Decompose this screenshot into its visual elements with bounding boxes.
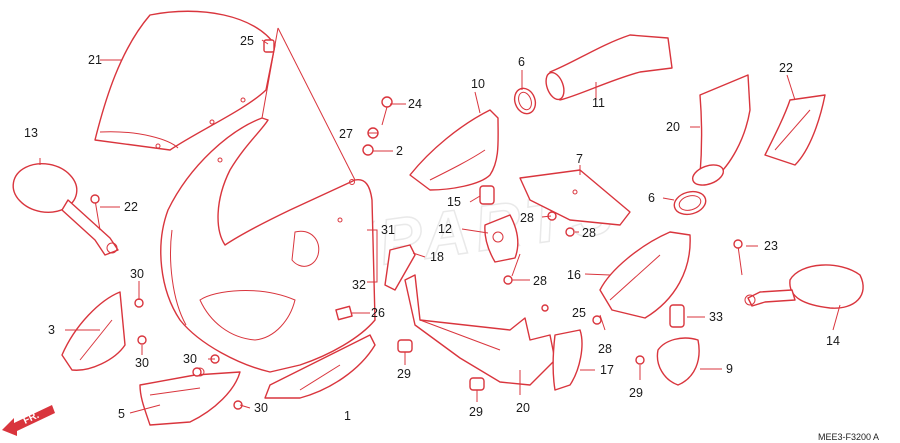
windscreen-part <box>94 10 276 151</box>
duct-ring-upper-part <box>513 87 537 115</box>
clip-26-part <box>335 305 353 321</box>
callout-28d: 28 <box>598 342 612 356</box>
left-side-panel-part <box>61 291 126 371</box>
screw-30e-part <box>233 400 243 410</box>
bracket-11-part <box>656 337 700 386</box>
screw-28b-part <box>565 227 575 237</box>
callout-3: 3 <box>48 323 55 337</box>
small-stay-part <box>384 244 416 291</box>
callout-28a: 28 <box>520 211 534 225</box>
screw-28c-part <box>503 275 513 285</box>
callout-17: 18 <box>430 250 444 264</box>
callout-29a: 29 <box>397 367 411 381</box>
nut-2-part <box>362 144 374 156</box>
bolt-25-right-part <box>733 239 743 276</box>
callout-30a: 30 <box>130 267 144 281</box>
screw-28e-part <box>635 355 645 365</box>
callout-15: 22 <box>779 61 793 75</box>
callout-9: 11 <box>592 96 605 110</box>
callout-31: 31 <box>381 223 395 237</box>
left-mirror-part <box>12 163 119 256</box>
grommet-29a-part <box>397 339 413 353</box>
callout-28b: 28 <box>582 226 596 240</box>
lower-nose-part <box>264 334 376 399</box>
callout-2: 2 <box>396 144 403 158</box>
callout-25-right: 23 <box>764 239 778 253</box>
callout-16: 20 <box>516 401 530 415</box>
upper-cowl-part <box>160 117 376 373</box>
bolt-24-part <box>541 304 549 312</box>
callout-21: 14 <box>826 334 840 348</box>
leader-lines <box>39 27 841 414</box>
screw-30a-part <box>134 298 144 308</box>
diagram-code: MEE3-F3200 A <box>818 432 879 442</box>
bolt-25-left-part <box>90 194 101 231</box>
screw-28d-part <box>592 315 602 325</box>
front-direction-arrow: FR. <box>2 405 55 436</box>
right-mirror-part <box>744 264 864 309</box>
callout-27: 27 <box>339 127 353 141</box>
callout-8: 10 <box>471 77 485 91</box>
callout-10: 12 <box>438 222 452 236</box>
duct-ring-lower-part <box>673 190 707 216</box>
callout-30d: 30 <box>254 401 268 415</box>
callout-6b: 6 <box>648 191 655 205</box>
callout-5: 21 <box>88 53 102 67</box>
callout-18: 17 <box>600 363 614 377</box>
callout-28c: 28 <box>533 274 547 288</box>
side-bracket-part <box>764 94 826 166</box>
callout-11: 9 <box>726 362 733 376</box>
inner-panel-part <box>409 109 499 191</box>
callout-7: 7 <box>576 152 583 166</box>
callout-12: 15 <box>447 195 461 209</box>
left-lower-bracket-part <box>139 367 241 426</box>
callout-29b: 29 <box>469 405 483 419</box>
callout-24: 25 <box>572 306 586 320</box>
callout-30b: 30 <box>135 356 149 370</box>
screw-30b-part <box>137 335 147 345</box>
screw-30d-part <box>192 367 202 377</box>
bracket-10-part <box>484 214 519 263</box>
callout-25-left: 22 <box>124 200 138 214</box>
callout-23: 25 <box>240 34 254 48</box>
stay-bracket-part <box>552 329 583 391</box>
callout-33: 33 <box>709 310 723 324</box>
inner-duct-part <box>599 231 691 319</box>
callout-labels: 21 25 24 27 2 10 6 11 20 22 6 7 15 28 12… <box>24 34 840 423</box>
grommet-12-part <box>479 185 495 205</box>
callout-32: 32 <box>352 278 366 292</box>
callout-4: 5 <box>118 407 125 421</box>
cowl-stay-part <box>404 274 556 386</box>
callout-28e: 29 <box>629 386 643 400</box>
screw-22-part <box>381 96 393 126</box>
callout-14: 20 <box>666 120 680 134</box>
callout-20: 13 <box>24 126 38 140</box>
callout-13: 16 <box>567 268 581 282</box>
callout-30c: 30 <box>183 352 197 366</box>
grommet-29b-part <box>469 377 485 391</box>
callout-1: 1 <box>344 409 351 423</box>
air-duct-part <box>545 34 673 101</box>
grommet-33-part <box>669 304 685 328</box>
callout-26: 26 <box>371 306 385 320</box>
callout-6a: 6 <box>518 55 525 69</box>
right-duct-part <box>691 74 751 186</box>
callout-22: 24 <box>408 97 422 111</box>
